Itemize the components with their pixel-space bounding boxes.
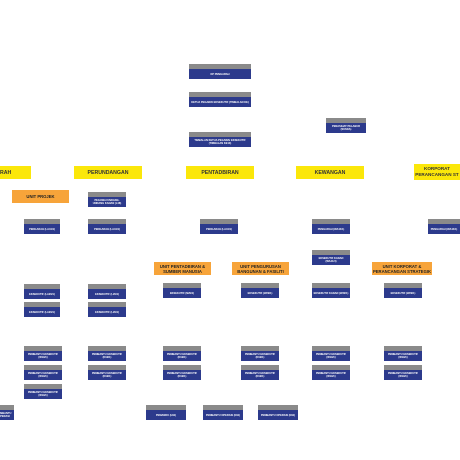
org-node-pembantu-eksekutif: PEMBANTU EKSEKUTIF (N19/1) bbox=[163, 365, 201, 380]
node-label: PEMBANTU OPERASI bbox=[0, 410, 14, 420]
node-label: PEMBANTU EKSEKUTIF (W19/1) bbox=[312, 370, 350, 380]
org-node-pengarah: PENGARAH (WA44/1) bbox=[312, 219, 350, 234]
unit-pentadbiran-sumber-manusia: UNIT PENTADBIRAN & SUMBER MANUSIA bbox=[154, 262, 211, 275]
org-node-pengarah: PENGARAH (WA44/1) bbox=[428, 219, 460, 234]
org-node-pengarah: PENGARAH (LA44/1) bbox=[200, 219, 238, 234]
division-header-left: RAH bbox=[0, 166, 31, 179]
node-label: EKSEKUTIF KANAN (W32/1) bbox=[312, 288, 350, 298]
node-label: PEMBANTU EKSEKUTIF (N19/1) bbox=[163, 351, 201, 361]
node-label: EKSEKUTIF (LA29/1) bbox=[24, 307, 60, 317]
node-label: PEMBANTU EKSEKUTIF (N19/1) bbox=[88, 351, 126, 361]
org-node-pembantu-eksekutif: PEMBANTU EKSEKUTIF (N19/1) bbox=[241, 365, 279, 380]
node-label: PENASIHAT PELABUR (SUSDA) bbox=[326, 123, 366, 133]
node-label: EKSEKUTIF KANAN (WA41/4) bbox=[312, 255, 350, 265]
org-node-pembantu-eksekutif: PEMBANTU EKSEKUTIF (W19/1) bbox=[312, 346, 350, 361]
node-label: KETUA PEGAWAI EKSEKUTIF (TIMBALAN KE) bbox=[189, 97, 251, 107]
org-node-eksekutif-kanan: EKSEKUTIF KANAN (WA41/4) bbox=[312, 250, 350, 265]
org-node-kp-pengarah: KP PENGARAH bbox=[189, 64, 251, 79]
org-node-pemandu: PEMANDU (H11) bbox=[146, 405, 186, 420]
node-label: EKSEKUTIF (N29/1) bbox=[163, 288, 201, 298]
node-label: EKSEKUTIF (L29/1) bbox=[88, 289, 126, 299]
node-label: PEMBANTU EKSEKUTIF (W19/1) bbox=[24, 370, 62, 380]
node-label: KP PENGARAH bbox=[189, 69, 251, 79]
org-node-eksekutif-kanan: EKSEKUTIF KANAN (W32/1) bbox=[312, 283, 350, 298]
org-node-eksekutif: EKSEKUTIF (W29/1) bbox=[241, 283, 279, 298]
node-label: PEMBANTU EKSEKUTIF (W19/1) bbox=[312, 351, 350, 361]
node-label: PEMBANTU EKSEKUTIF (W19/1) bbox=[24, 351, 62, 361]
org-node-penasihat: PENASIHAT PELABUR (SUSDA) bbox=[326, 118, 366, 133]
node-label: EKSEKUTIF (L29/1) bbox=[88, 307, 126, 317]
division-header-pentadbiran: PENTADBIRAN bbox=[186, 166, 254, 179]
org-node-pegawai-undang-kanan: PEGAWAI UNDANG-UNDANG KANAN (L48) bbox=[88, 192, 126, 207]
node-label: PEMBANTU EKSEKUTIF (N19/1) bbox=[163, 370, 201, 380]
division-header-perundangan: PERUNDANGAN bbox=[74, 166, 142, 179]
node-label: EKSEKUTIF (W29/1) bbox=[241, 288, 279, 298]
org-node-eksekutif: EKSEKUTIF (LA29/1) bbox=[24, 284, 60, 299]
unit-pengurusan-bangunan: UNIT PENGURUSAN BANGUNAN & FASILITI bbox=[232, 262, 289, 275]
org-node-pembantu-eksekutif: PEMBANTU EKSEKUTIF (W19/1) bbox=[312, 365, 350, 380]
node-label: PEMBANTU EKSEKUTIF (W19/1) bbox=[384, 351, 422, 361]
org-node-eksekutif: EKSEKUTIF (LA29/1) bbox=[24, 302, 60, 317]
org-node-eksekutif: EKSEKUTIF (N29/1) bbox=[163, 283, 201, 298]
org-node-pembantu-operasi: PEMBANTU OPERASI (N11) bbox=[203, 405, 243, 420]
org-node-pembantu-eksekutif: PEMBANTU EKSEKUTIF (N19/1) bbox=[88, 365, 126, 380]
org-node-pembantu-eksekutif: PEMBANTU EKSEKUTIF (N19/1) bbox=[88, 346, 126, 361]
node-label: PEMBANTU EKSEKUTIF (N19/1) bbox=[241, 370, 279, 380]
org-node-pembantu-eksekutif: PEMBANTU EKSEKUTIF (N19/1) bbox=[241, 346, 279, 361]
node-label: PEGAWAI UNDANG-UNDANG KANAN (L48) bbox=[88, 197, 126, 207]
org-node-pembantu-eksekutif: PEMBANTU EKSEKUTIF (W19/1) bbox=[384, 365, 422, 380]
node-label: PENGARAH (LA44/1) bbox=[200, 224, 238, 234]
node-label: PEMBANTU OPERASI (N11) bbox=[258, 410, 298, 420]
org-node-timbalan-ketua: TIMBALAN KETUA PEGAWAI EKSEKUTIF (TIMBAL… bbox=[189, 132, 251, 147]
node-label: TIMBALAN KETUA PEGAWAI EKSEKUTIF (TIMBAL… bbox=[189, 137, 251, 147]
org-node-eksekutif: EKSEKUTIF (L29/1) bbox=[88, 284, 126, 299]
org-node-pembantu-operasi: PEMBANTU OPERASI (N11) bbox=[258, 405, 298, 420]
org-node-pembantu-eksekutif: PEMBANTU EKSEKUTIF (W19/1) bbox=[24, 365, 62, 380]
division-header-korporat: KORPORAT PERANCANGAN ST bbox=[414, 164, 460, 180]
unit-korporat-perancangan: UNIT KORPORAT & PERANCANGAN STRATEGIK bbox=[372, 262, 432, 275]
org-node-pembantu-operasi: PEMBANTU OPERASI bbox=[0, 405, 14, 420]
org-node-pengarah: PENGARAH (LA44/1) bbox=[24, 219, 60, 234]
org-node-pembantu-eksekutif: PEMBANTU EKSEKUTIF (W19/1) bbox=[384, 346, 422, 361]
node-label: PEMBANTU EKSEKUTIF (W19/1) bbox=[384, 370, 422, 380]
node-label: PEMBANTU EKSEKUTIF (W19/1) bbox=[24, 389, 62, 399]
unit-projek: UNIT PROJEK bbox=[12, 190, 69, 203]
node-label: PENGARAH (LA44/1) bbox=[24, 224, 60, 234]
org-node-eksekutif: EKSEKUTIF (W29/1) bbox=[384, 283, 422, 298]
node-label: PEMBANTU EKSEKUTIF (N19/1) bbox=[241, 351, 279, 361]
org-node-pembantu-eksekutif: PEMBANTU EKSEKUTIF (N19/1) bbox=[163, 346, 201, 361]
node-label: PEMBANTU OPERASI (N11) bbox=[203, 410, 243, 420]
division-header-kewangan: KEWANGAN bbox=[296, 166, 364, 179]
org-node-pembantu-eksekutif: PEMBANTU EKSEKUTIF (W19/1) bbox=[24, 384, 62, 399]
org-node-eksekutif: EKSEKUTIF (L29/1) bbox=[88, 302, 126, 317]
node-label: PENGARAH (WA44/1) bbox=[312, 224, 350, 234]
org-node-pembantu-eksekutif: PEMBANTU EKSEKUTIF (W19/1) bbox=[24, 346, 62, 361]
node-label: PENGARAH (WA44/1) bbox=[428, 224, 460, 234]
org-node-pengarah: PENGARAH (LA44/1) bbox=[88, 219, 126, 234]
node-label: PENGARAH (LA44/1) bbox=[88, 224, 126, 234]
org-node-ketua-pegawai-eksekutif: KETUA PEGAWAI EKSEKUTIF (TIMBALAN KE) bbox=[189, 92, 251, 107]
node-label: EKSEKUTIF (W29/1) bbox=[384, 288, 422, 298]
node-label: PEMBANTU EKSEKUTIF (N19/1) bbox=[88, 370, 126, 380]
node-label: EKSEKUTIF (LA29/1) bbox=[24, 289, 60, 299]
node-label: PEMANDU (H11) bbox=[146, 410, 186, 420]
